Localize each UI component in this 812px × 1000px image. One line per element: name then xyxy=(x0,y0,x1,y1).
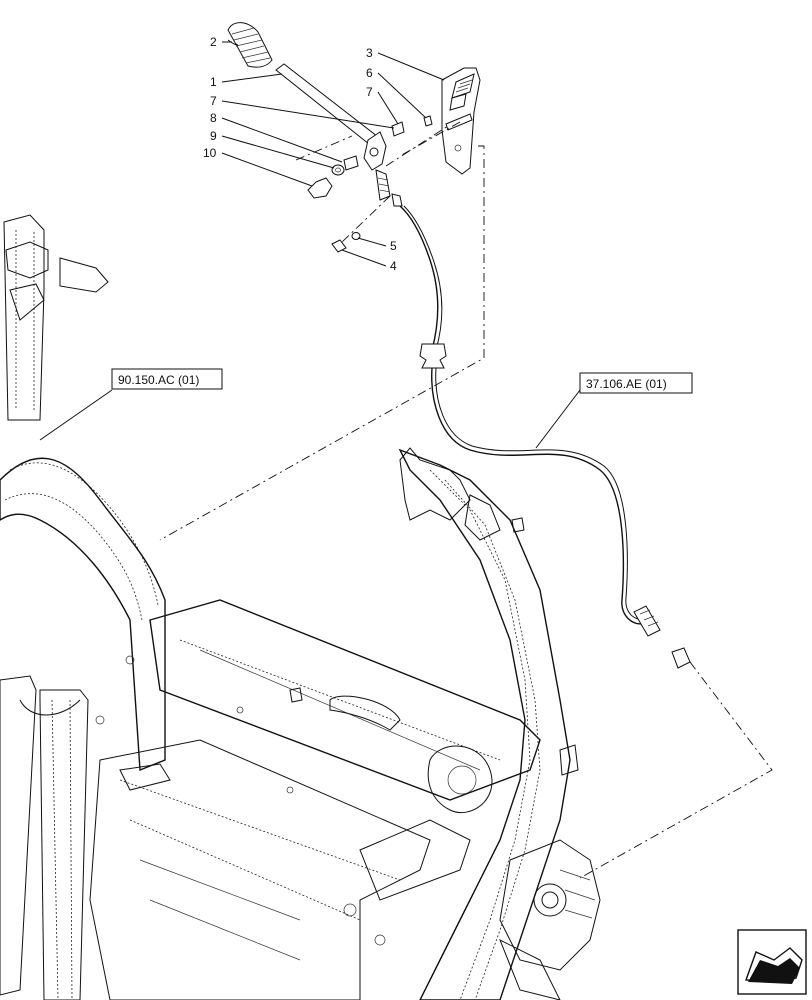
control-cable xyxy=(399,205,691,669)
callout-10: 10 xyxy=(203,146,217,160)
reference-box-cable[interactable] xyxy=(579,372,693,394)
reference-frame[interactable]: 90.150.AC (01) xyxy=(111,368,223,390)
assembly-lines xyxy=(159,121,773,879)
callout-numbers: 2 1 7 8 9 10 3 6 7 5 4 xyxy=(203,35,397,273)
callout-7: 7 xyxy=(210,94,217,108)
bracket-plate xyxy=(441,67,481,175)
callout-1: 1 xyxy=(210,75,217,89)
callout-8: 8 xyxy=(210,111,217,125)
bolt-washer xyxy=(331,232,361,253)
pin xyxy=(423,115,433,127)
reference-label-cable: 37.106.AE (01) xyxy=(586,377,667,391)
callout-2: 2 xyxy=(210,35,217,49)
arrow-direction-icon[interactable] xyxy=(737,929,807,995)
lever-assembly xyxy=(227,22,481,253)
cable-end-fitting xyxy=(375,169,403,207)
lever-grip xyxy=(227,22,273,68)
reference-box-frame[interactable] xyxy=(111,368,223,390)
reference-cable[interactable]: 37.106.AE (01) xyxy=(579,372,693,394)
callout-3: 3 xyxy=(366,46,373,60)
lever-pivot xyxy=(363,131,387,171)
nut-stack xyxy=(307,155,359,199)
callout-4: 4 xyxy=(390,259,397,273)
callout-5: 5 xyxy=(390,239,397,253)
frame-structure xyxy=(0,214,601,1000)
reference-label-frame: 90.150.AC (01) xyxy=(118,373,199,387)
callout-leaders xyxy=(39,39,581,449)
callout-6: 6 xyxy=(366,66,373,80)
bushing-upper xyxy=(391,121,405,137)
callout-9: 9 xyxy=(210,129,217,143)
callout-7b: 7 xyxy=(366,85,373,99)
